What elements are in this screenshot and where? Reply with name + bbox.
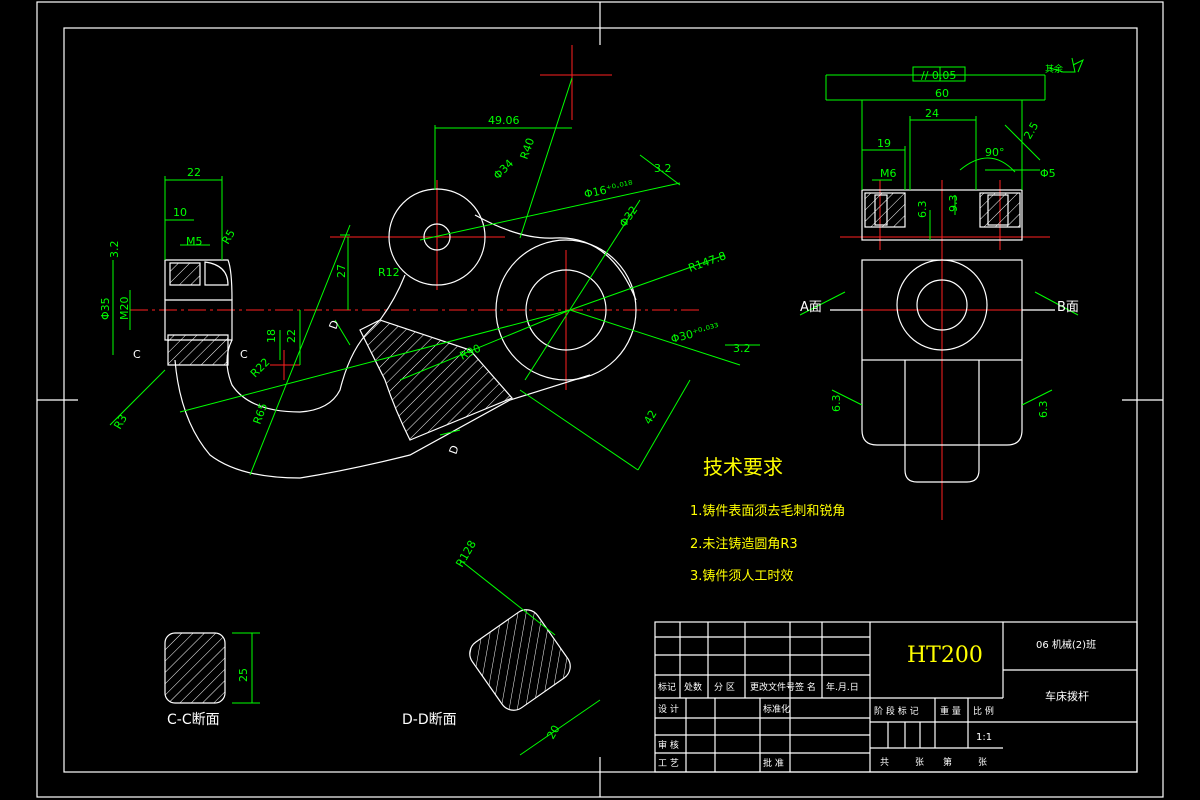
front-view <box>109 45 760 479</box>
tb-total: 共 <box>880 757 889 768</box>
dim-49: 49.06 <box>488 114 520 127</box>
section-dd: R128 20 D-D断面 <box>402 538 601 756</box>
section-c-right: C <box>240 348 248 361</box>
rough-a: 3.2 <box>108 241 121 259</box>
rough-right: 6.3 <box>1037 401 1050 419</box>
tech-item-2: 2.未注铸造圆角R3 <box>690 536 798 552</box>
side-view-dimensions: // 0.05 60 24 19 M6 6.3 9.3 90° 2.5 Φ5 其… <box>800 63 1079 418</box>
dim-m5: M5 <box>186 235 203 248</box>
dim-22: 22 <box>285 329 298 343</box>
section-c-left: C <box>133 348 141 361</box>
section-cc-label: C-C断面 <box>167 712 220 728</box>
rough-b: 3.2 <box>654 162 672 175</box>
dim-phi32: Φ32 <box>617 204 641 230</box>
dim-22b: 22 <box>187 166 201 179</box>
dim-63-side: 6.3 <box>916 201 929 219</box>
tb-r1-c6: 年.月.日 <box>826 681 859 693</box>
dim-r147: R147.8 <box>687 249 728 275</box>
tech-item-1: 1.铸件表面须去毛刺和锐角 <box>690 503 845 519</box>
section-cc: 25 C-C断面 <box>164 632 260 728</box>
tb-standard: 标准化 <box>763 703 790 715</box>
tb-r1-c4: 更改文件号 <box>750 681 795 693</box>
side-view <box>799 57 1084 520</box>
tb-number: 第 <box>943 756 952 768</box>
dim-r22: R22 <box>248 356 272 380</box>
dim-r5: R5 <box>219 227 238 246</box>
dim-27: 27 <box>335 264 348 278</box>
tb-r1-c5: 签 名 <box>795 681 816 693</box>
tb-r1-c2: 处数 <box>684 681 702 693</box>
dim-93: 9.3 <box>947 195 960 213</box>
section-d-bottom: D <box>447 444 462 456</box>
dim-r3: R3 <box>111 412 130 431</box>
tb-approve: 批 准 <box>763 757 784 769</box>
dim-24: 24 <box>925 107 939 120</box>
dim-r12: R12 <box>378 266 400 279</box>
dim-m20: M20 <box>118 297 131 321</box>
school-class: 06 机械(2)班 <box>1036 638 1096 651</box>
dim-cc-25: 25 <box>237 668 250 682</box>
dim-phi34: Φ34 <box>491 157 516 182</box>
dim-phi30: Φ30⁺⁰·⁰³³ <box>669 321 720 346</box>
dim-phi6: Φ5 <box>1040 167 1056 180</box>
tb-sheet: 张 <box>978 757 987 768</box>
dim-19: 19 <box>877 137 891 150</box>
tech-item-3: 3.铸件须人工时效 <box>690 568 793 584</box>
dim-25: 2.5 <box>1021 120 1041 142</box>
rough-c: 3.2 <box>733 342 751 355</box>
tb-weight: 重 量 <box>940 705 961 717</box>
tech-title: 技术要求 <box>703 455 783 479</box>
center-marks <box>37 2 1163 797</box>
tb-review: 审 核 <box>658 739 679 751</box>
dim-r128: R128 <box>453 538 479 569</box>
dim-10: 10 <box>173 206 187 219</box>
tb-scale-label: 比 例 <box>973 705 994 717</box>
tb-sheets: 张 <box>915 757 924 768</box>
dim-r40: R40 <box>518 136 538 161</box>
technical-requirements: 技术要求 1.铸件表面须去毛刺和锐角 2.未注铸造圆角R3 3.铸件须人工时效 <box>690 455 845 584</box>
tb-r1-c3: 分 区 <box>714 682 735 693</box>
material-label: HT200 <box>907 643 983 668</box>
tb-design: 设 计 <box>658 703 679 715</box>
section-dd-label: D-D断面 <box>402 712 457 728</box>
dim-90deg: 90° <box>985 146 1005 159</box>
side-b-label: B面 <box>1057 300 1079 315</box>
tb-process: 工 艺 <box>658 758 679 769</box>
tb-scale-value: 1:1 <box>976 732 992 743</box>
dim-phi35: Φ35 <box>99 297 112 320</box>
title-block: 标记 处数 分 区 更改文件号 签 名 年.月.日 设 计 标准化 审 核 工 … <box>654 621 1138 773</box>
tolerance-frame: // 0.05 <box>921 69 956 82</box>
rough-left: 6.3 <box>830 395 843 413</box>
dim-18: 18 <box>265 329 278 343</box>
tb-stage-mark: 阶 段 标 记 <box>874 705 919 717</box>
part-name: 车床拨杆 <box>1045 689 1089 703</box>
dim-42: 42 <box>641 408 659 427</box>
dim-r65: R65 <box>251 401 271 426</box>
dim-dd-20: 20 <box>544 723 562 742</box>
side-a-label: A面 <box>800 300 822 315</box>
dim-phi16: Φ16⁺⁰·⁰¹⁸ <box>583 178 635 201</box>
section-d-top: D <box>327 319 342 331</box>
roughness-others: 其余 <box>1045 63 1063 75</box>
tb-r1-c1: 标记 <box>658 681 676 693</box>
dim-60: 60 <box>935 87 949 100</box>
dim-m6: M6 <box>880 167 897 180</box>
